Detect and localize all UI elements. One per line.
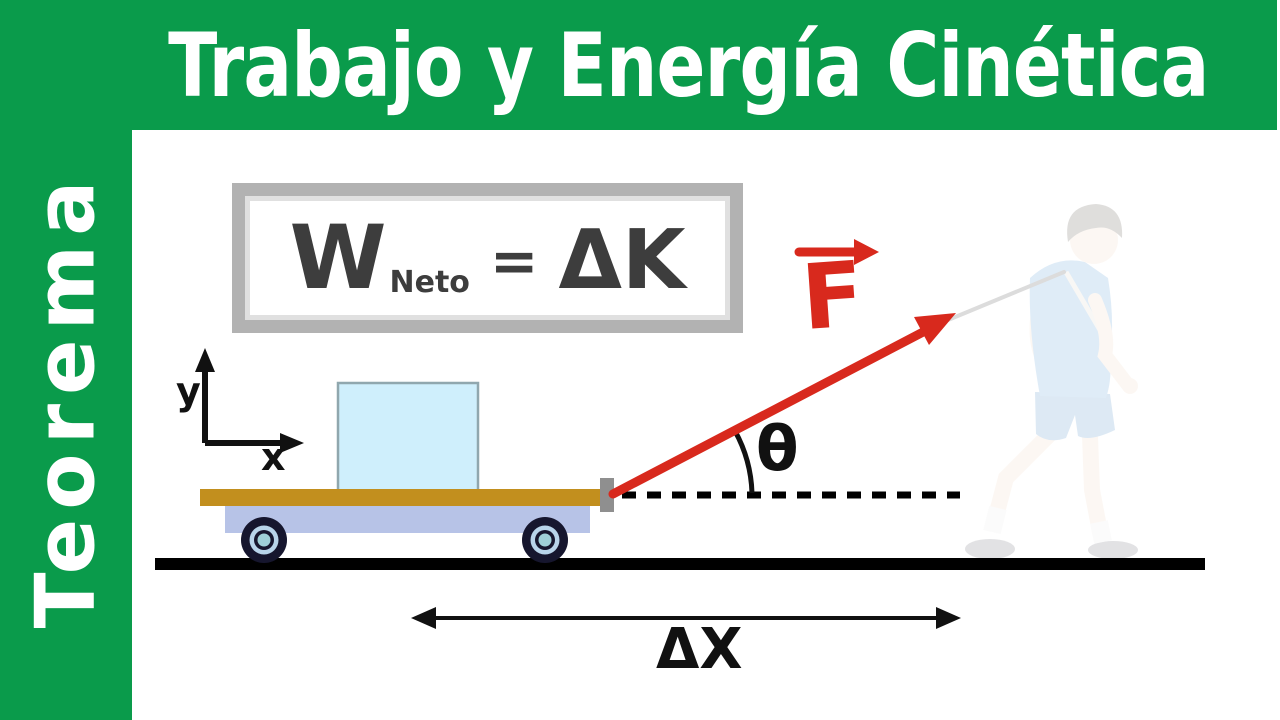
displacement-arrow (411, 607, 961, 629)
boy-shorts (1035, 392, 1115, 441)
boy-back-sock (983, 505, 1007, 535)
boy-rope-strap (1063, 270, 1115, 369)
theorem-formula-box: W Neto = ΔK (232, 183, 743, 333)
rope-line (946, 270, 1066, 322)
boy-figure (965, 204, 1138, 559)
force-label: F (798, 241, 868, 352)
displacement-left-arrowhead-icon (411, 607, 436, 629)
boy-far-arm (1029, 293, 1052, 372)
top-title-banner: Trabajo y Energía Cinética (0, 0, 1277, 130)
work-symbol: W (289, 206, 387, 309)
force-arrowhead-icon (914, 313, 956, 345)
angle-arc (732, 429, 755, 494)
kinetic-energy-delta: ΔK (558, 213, 686, 308)
boy-front-shoe (1088, 541, 1138, 559)
cart (200, 381, 614, 563)
f-vector-arrow-icon (794, 239, 879, 265)
work-subscript: Neto (389, 265, 470, 300)
boy-back-leg (988, 424, 1060, 524)
boy-head (1070, 216, 1118, 264)
force-arrow (608, 313, 956, 499)
x-axis-arrowhead-icon (280, 433, 304, 453)
displacement-label: ΔX (656, 617, 743, 682)
displacement-right-arrowhead-icon (936, 607, 961, 629)
boy-front-sock (1090, 520, 1112, 544)
coordinate-axes (195, 348, 304, 453)
force-arrow-shaft (608, 326, 930, 499)
page-title: Trabajo y Energía Cinética (168, 13, 1209, 117)
boy-shirt (1029, 260, 1113, 398)
ground-line (155, 558, 1205, 570)
boy-front-leg (1082, 428, 1108, 540)
theorem-formula: W Neto = ΔK (289, 214, 685, 302)
hitch-post (600, 478, 614, 512)
cart-wheel-left (241, 517, 287, 563)
equals-sign: = (489, 227, 539, 295)
boy-back-shoe (965, 539, 1015, 559)
x-axis-label: x (261, 435, 286, 479)
cart-wheel-right (522, 517, 568, 563)
boy-hair (1067, 204, 1123, 242)
cargo-box (336, 381, 480, 493)
angle-label: θ (756, 412, 799, 485)
boy-near-arm (1088, 293, 1135, 392)
wheel-hub (538, 533, 552, 547)
boy-hand (1122, 378, 1138, 394)
wheel-hub (257, 533, 271, 547)
cart-plank (200, 489, 605, 506)
y-axis-label: y (176, 369, 201, 413)
f-vector-arrowhead-icon (854, 239, 879, 265)
y-axis-arrowhead-icon (195, 348, 215, 372)
